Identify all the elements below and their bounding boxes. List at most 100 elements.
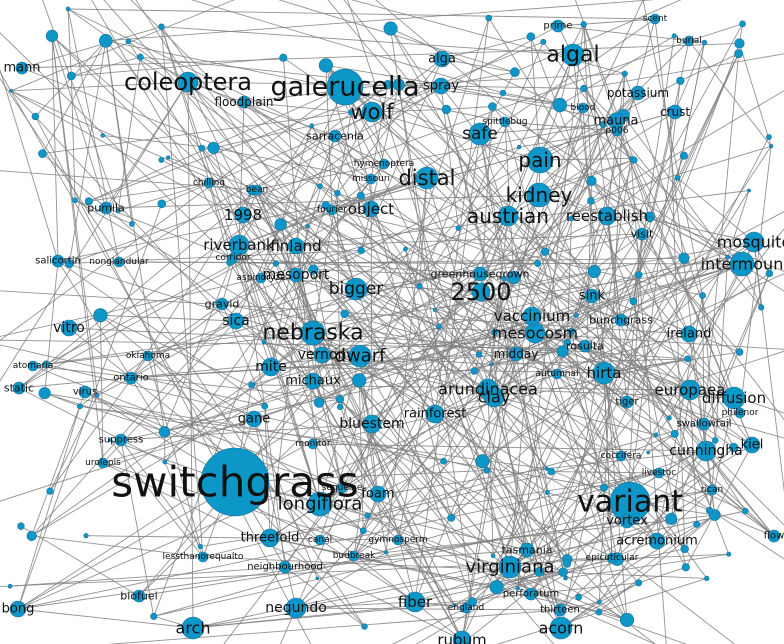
node-flow[interactable]	[767, 529, 781, 543]
node-dwarf[interactable]	[348, 344, 372, 368]
node-coleoptera[interactable]	[177, 71, 199, 93]
node-sarracenia[interactable]	[328, 129, 342, 143]
node-rainforest[interactable]	[425, 404, 445, 424]
node-n2500[interactable]	[471, 282, 491, 302]
node-visit[interactable]	[635, 227, 649, 241]
node-wolf[interactable]	[361, 101, 383, 123]
node-virus[interactable]	[78, 385, 92, 399]
node-tasmania[interactable]	[519, 542, 535, 558]
node-sica[interactable]	[227, 312, 245, 330]
node-thirteen[interactable]	[553, 603, 567, 617]
node-michaux[interactable]	[304, 372, 322, 390]
node-cochlear[interactable]	[615, 450, 627, 462]
node-p00[interactable]	[611, 125, 623, 137]
node-ricin[interactable]	[706, 484, 718, 496]
node-crust[interactable]	[667, 104, 683, 120]
node-mesoport[interactable]	[288, 267, 304, 283]
node-static[interactable]	[12, 381, 26, 395]
node-budbreak[interactable]	[348, 550, 360, 562]
node-negundo[interactable]	[285, 597, 307, 619]
node-diffusion[interactable]	[722, 386, 746, 410]
node-europaea[interactable]	[679, 379, 701, 401]
node-pumila[interactable]	[99, 201, 113, 215]
node-vitro[interactable]	[60, 319, 78, 337]
node-ireland[interactable]	[680, 325, 698, 343]
node-potassium[interactable]	[630, 85, 646, 101]
node-longiflora[interactable]	[307, 491, 333, 517]
node-vaccinium[interactable]	[522, 306, 542, 326]
node-intermountain[interactable]	[729, 251, 755, 277]
node-ontario[interactable]	[124, 371, 138, 385]
node-missouri[interactable]	[365, 173, 377, 185]
node-autumnal[interactable]	[551, 368, 563, 380]
node-oklahoma[interactable]	[142, 350, 154, 362]
node-arch[interactable]	[181, 616, 205, 640]
node-tiger[interactable]	[620, 395, 634, 409]
node-swallowtail[interactable]	[697, 417, 711, 431]
node-vortex[interactable]	[619, 513, 635, 529]
node-blood[interactable]	[577, 102, 589, 114]
node-fourier[interactable]	[326, 204, 338, 216]
node-nonglandular[interactable]	[113, 256, 125, 268]
node-aspinoryza[interactable]	[255, 272, 267, 284]
node-object[interactable]	[362, 200, 380, 218]
node-acremonium[interactable]	[648, 532, 666, 550]
node-establish[interactable]	[597, 206, 617, 226]
node-bluestem[interactable]	[362, 414, 382, 434]
node-sink[interactable]	[584, 288, 600, 304]
node-burial[interactable]	[683, 35, 695, 47]
node-liverpool[interactable]	[653, 467, 665, 479]
node-gane[interactable]	[245, 410, 263, 428]
node-fiber[interactable]	[404, 591, 426, 613]
node-spray[interactable]	[432, 77, 450, 95]
node-ganymede[interactable]	[314, 534, 326, 546]
node-mite[interactable]	[261, 357, 281, 377]
node-vernon[interactable]	[313, 346, 331, 364]
node-gravid[interactable]	[215, 297, 229, 311]
node-switchgrass[interactable]	[200, 447, 270, 517]
node-virginiana[interactable]	[498, 555, 522, 579]
node-bong[interactable]	[9, 600, 27, 618]
node-acorn[interactable]	[549, 616, 573, 640]
node-greenhouse[interactable]	[472, 266, 488, 282]
node-biofuel[interactable]	[132, 589, 146, 603]
node-gymnosperm[interactable]	[392, 534, 404, 546]
node-chilling[interactable]	[203, 177, 215, 189]
node-atomaria[interactable]	[27, 360, 39, 372]
node-midday[interactable]	[508, 346, 524, 362]
node-algal[interactable]	[561, 43, 585, 67]
node-sequelae[interactable]	[336, 482, 348, 494]
node-urolepis[interactable]	[97, 457, 109, 469]
node-kidney[interactable]	[526, 182, 552, 208]
node-foam[interactable]	[369, 485, 387, 503]
node-hymenoptera[interactable]	[378, 158, 390, 170]
node-austrian[interactable]	[497, 205, 519, 227]
node-finland[interactable]	[287, 237, 305, 255]
node-pain[interactable]	[526, 146, 554, 174]
node-suppress[interactable]	[114, 433, 128, 447]
node-hirta[interactable]	[592, 361, 616, 385]
node-rosulta[interactable]	[578, 339, 592, 353]
node-mann[interactable]	[15, 61, 29, 75]
node-perforatum[interactable]	[524, 587, 538, 601]
node-riverbank[interactable]	[228, 234, 250, 256]
node-threefold[interactable]	[260, 528, 280, 548]
node-philenor[interactable]	[734, 407, 746, 419]
node-bean[interactable]	[251, 184, 263, 196]
node-prime[interactable]	[551, 19, 565, 33]
node-safe[interactable]	[468, 122, 492, 146]
node-bunchgrass[interactable]	[614, 313, 628, 327]
node-corridor[interactable]	[227, 252, 239, 264]
node-kiel[interactable]	[743, 436, 761, 454]
node-rubum[interactable]	[452, 630, 472, 644]
node-galerucella[interactable]	[326, 68, 364, 106]
node-distal[interactable]	[415, 166, 439, 190]
node-bigger[interactable]	[344, 277, 368, 301]
node-nebraska[interactable]	[300, 320, 326, 346]
node-cunningham[interactable]	[695, 440, 717, 462]
node-alga[interactable]	[433, 50, 451, 68]
node-epicuticular[interactable]	[606, 552, 618, 564]
node-neighbourhood[interactable]	[278, 560, 292, 574]
node-floodplain[interactable]	[237, 95, 251, 109]
node-spittlebug[interactable]	[499, 116, 511, 128]
